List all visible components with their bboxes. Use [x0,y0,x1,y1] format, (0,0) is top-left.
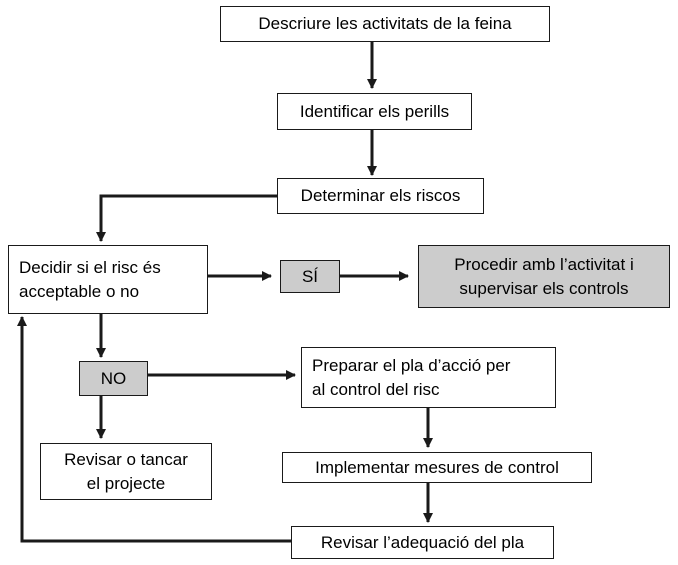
box-no: NO [79,361,148,396]
box-review-plan-adequacy-text: Revisar l’adequació del pla [320,532,525,552]
box-prepare-line2: al control del risc [312,379,440,399]
box-review-close-line2: el projecte [86,473,166,493]
box-decide-acceptability: Decidir si el risc és acceptable o no [8,245,208,314]
box-decide-line1: Decidir si el risc és [19,257,161,277]
box-determine-risks-text: Determinar els riscos [300,186,461,205]
box-identify-hazards: Identificar els perills [277,93,472,130]
box-review-or-close-project: Revisar o tancar el projecte [40,443,212,500]
box-describe-activities-text: Descriure les activitats de la feina [258,14,512,33]
box-decide-line2: acceptable o no [19,281,140,301]
box-identify-hazards-text: Identificar els perills [299,101,450,121]
box-no-text: NO [100,368,127,388]
box-determine-risks: Determinar els riscos [277,178,484,214]
box-implement-controls-text: Implementar mesures de control [315,457,559,477]
box-proceed-line2: supervisar els controls [459,278,629,298]
box-yes: SÍ [280,260,340,293]
box-proceed-line1: Procedir amb l’activitat i [454,254,634,274]
box-yes-text: SÍ [301,266,319,286]
box-proceed-activity: Procedir amb l’activitat i supervisar el… [418,245,670,308]
box-review-close-line1: Revisar o tancar [64,449,188,469]
box-prepare-action-plan: Preparar el pla d’acció per al control d… [301,347,556,408]
box-prepare-line1: Preparar el pla d’acció per [312,355,511,375]
box-describe-activities: Descriure les activitats de la feina [220,6,550,42]
box-implement-controls: Implementar mesures de control [282,452,592,483]
arrow-review-plan-feedback [17,316,291,543]
arrow-determine-to-decide [96,194,277,242]
box-review-plan-adequacy: Revisar l’adequació del pla [291,526,554,559]
